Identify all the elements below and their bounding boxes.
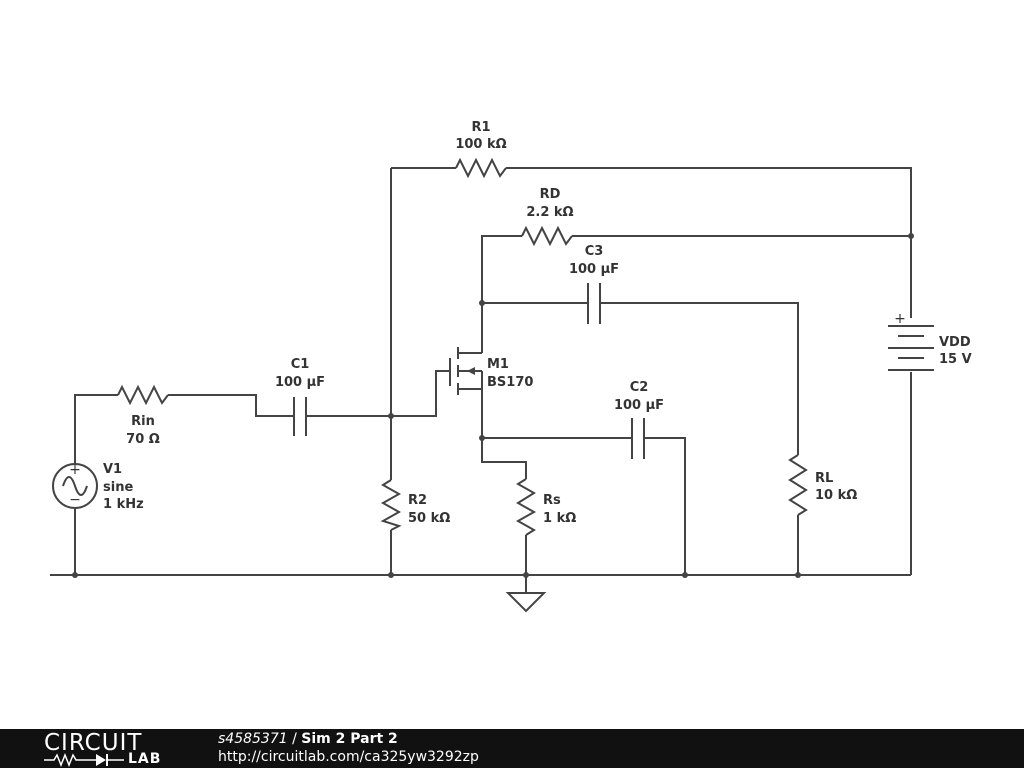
v1-type-label: sine <box>103 480 133 495</box>
c3-capacitor[interactable] <box>587 283 601 324</box>
c3-value-label: 100 µF <box>569 262 619 277</box>
c1-capacitor[interactable] <box>293 397 307 436</box>
rin-resistor[interactable] <box>117 384 169 406</box>
circuit-title-line: s4585371 / Sim 2 Part 2 <box>218 731 398 748</box>
rin-name-label: Rin <box>131 414 155 429</box>
junction-dot <box>479 300 485 306</box>
circuitlab-logo[interactable]: CIRCUIT LAB <box>44 731 174 767</box>
junction-dot <box>388 572 394 578</box>
r1-resistor[interactable] <box>455 157 507 179</box>
v1-minus-mark: − <box>69 492 81 508</box>
r2-resistor[interactable] <box>380 479 402 531</box>
circuit-title: Sim 2 Part 2 <box>301 731 398 747</box>
circuit-schematic: + + − R1 100 kΩ RD 2.2 kΩ C3 100 µF C1 1… <box>50 120 972 613</box>
v1-top-wire <box>74 394 118 464</box>
rd-name-label: RD <box>540 187 561 202</box>
wires <box>50 167 912 593</box>
rs-value-label: 1 kΩ <box>543 511 576 526</box>
circuit-url-link[interactable]: http://circuitlab.com/ca325yw3292zp <box>218 749 479 765</box>
footer-bar: CIRCUIT LAB s4585371 / Sim 2 Part 2 http… <box>0 729 1024 768</box>
junction-dot <box>72 572 78 578</box>
title-separator: / <box>287 731 302 747</box>
c3-name-label: C3 <box>585 244 604 259</box>
c3-rl-wire <box>600 302 799 455</box>
c2-name-label: C2 <box>630 380 649 395</box>
v1-name-label: V1 <box>103 462 122 477</box>
v1-value-label: 1 kHz <box>103 497 144 512</box>
junction-dot <box>523 572 529 578</box>
junction-dot <box>908 233 914 239</box>
ground-icon <box>505 592 547 613</box>
v1-plus-mark: + <box>69 462 81 478</box>
junction-dot <box>682 572 688 578</box>
m1-name-label: M1 <box>487 357 509 372</box>
r2-name-label: R2 <box>408 493 427 508</box>
m1-value-label: BS170 <box>487 375 533 390</box>
c2-value-label: 100 µF <box>614 398 664 413</box>
c2-right-wire <box>644 437 686 575</box>
rs-resistor[interactable] <box>515 478 537 536</box>
vdd-battery[interactable]: + <box>888 311 934 371</box>
vdd-plus-mark: + <box>894 311 906 327</box>
rin-value-label: 70 Ω <box>126 432 160 447</box>
rl-name-label: RL <box>815 471 833 486</box>
junctions <box>72 233 914 578</box>
c2-capacitor[interactable] <box>631 418 645 459</box>
v1-sine-source[interactable]: + − <box>52 462 98 509</box>
rin-c1-wire <box>168 394 294 417</box>
junction-dot <box>795 572 801 578</box>
r1-value-label: 100 kΩ <box>455 137 506 152</box>
vdd-value-label: 15 V <box>939 352 972 367</box>
drain-wire <box>481 235 522 353</box>
m1-mosfet[interactable] <box>449 347 483 395</box>
junction-dot <box>388 413 394 419</box>
logo-circuit-text: CIRCUIT <box>44 730 143 756</box>
rs-name-label: Rs <box>543 493 561 508</box>
rl-resistor[interactable] <box>788 454 808 516</box>
c1-value-label: 100 µF <box>275 375 325 390</box>
c1-gate-wire <box>306 370 450 417</box>
logo-lab-text: LAB <box>128 751 162 767</box>
source-wire <box>481 389 527 479</box>
junction-dot <box>479 435 485 441</box>
r1-right-wire <box>506 167 912 318</box>
circuit-owner-link[interactable]: s4585371 <box>218 731 288 747</box>
rd-resistor[interactable] <box>521 225 573 247</box>
rl-value-label: 10 kΩ <box>815 488 857 503</box>
c1-name-label: C1 <box>291 357 310 372</box>
rd-value-label: 2.2 kΩ <box>526 205 573 220</box>
m1-arrow-icon <box>467 367 475 375</box>
component-labels: R1 100 kΩ RD 2.2 kΩ C3 100 µF C1 100 µF … <box>103 120 972 526</box>
r1-name-label: R1 <box>471 120 490 135</box>
vdd-name-label: VDD <box>939 335 971 350</box>
sine-wave-icon <box>62 476 88 496</box>
logo-resistor-diode-icon <box>44 753 124 767</box>
r2-value-label: 50 kΩ <box>408 511 450 526</box>
